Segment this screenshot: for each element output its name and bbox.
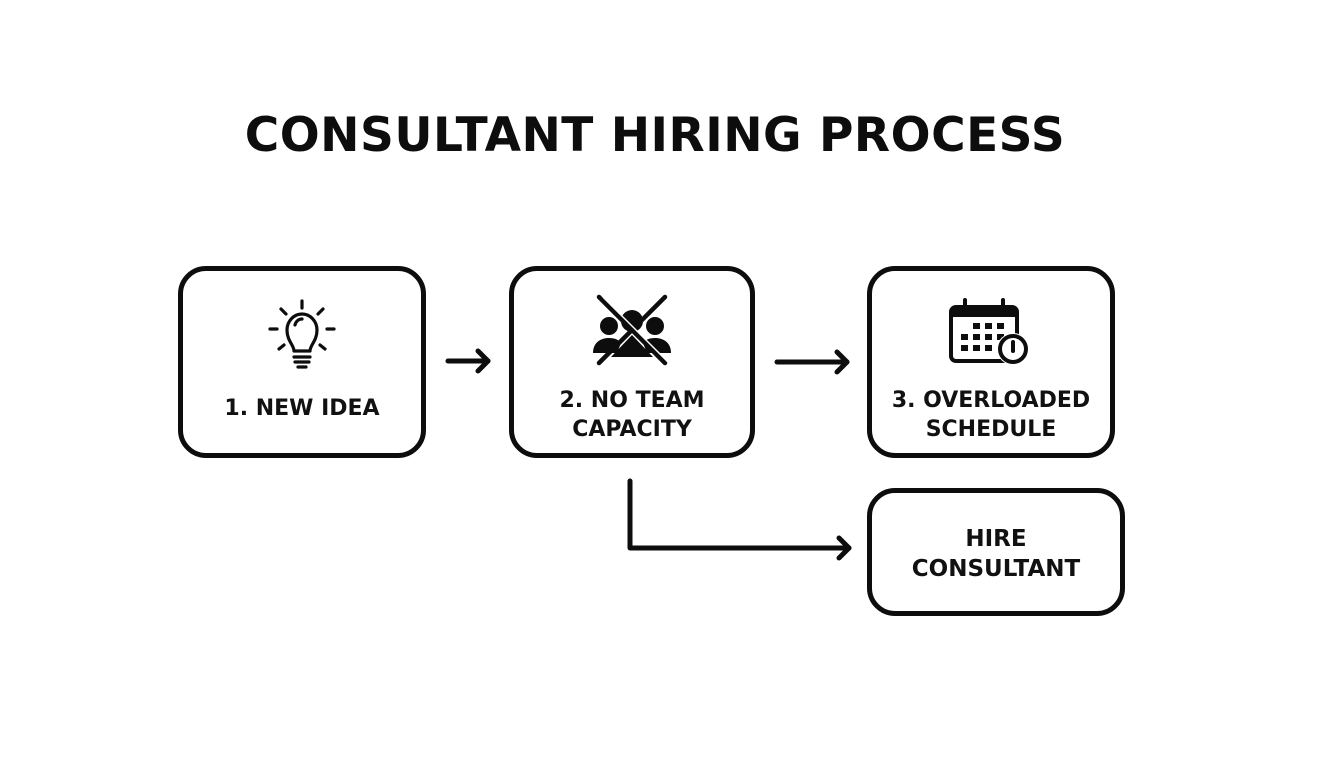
step-label-line1: 3. OVERLOADED [891, 388, 1091, 413]
step-label-line2: SCHEDULE [925, 417, 1057, 442]
outcome-label-line1: HIRE [965, 526, 1027, 552]
step-box-new-idea: 1. NEW IDEA [178, 266, 426, 458]
calendar-clock-icon [949, 298, 1029, 365]
arrow-step2-to-step3 [774, 349, 850, 375]
arrow-step1-to-step2 [445, 348, 491, 374]
step-box-no-team-capacity: 2. NO TEAM CAPACITY [509, 266, 755, 458]
outcome-label-line2: CONSULTANT [911, 556, 1081, 582]
outcome-box-hire-consultant: HIRE CONSULTANT [867, 488, 1125, 616]
team-crossed-out-icon [593, 294, 671, 366]
arrow-step2-to-hire [627, 478, 852, 561]
diagram-title: CONSULTANT HIRING PROCESS [244, 108, 1066, 163]
step-box-overloaded-schedule: 3. OVERLOADED SCHEDULE [867, 266, 1115, 458]
step-label-line2: CAPACITY [572, 417, 692, 442]
step-label: 1. NEW IDEA [224, 396, 380, 421]
step-label-line1: 2. NO TEAM [559, 388, 705, 413]
lightbulb-icon [268, 299, 336, 369]
